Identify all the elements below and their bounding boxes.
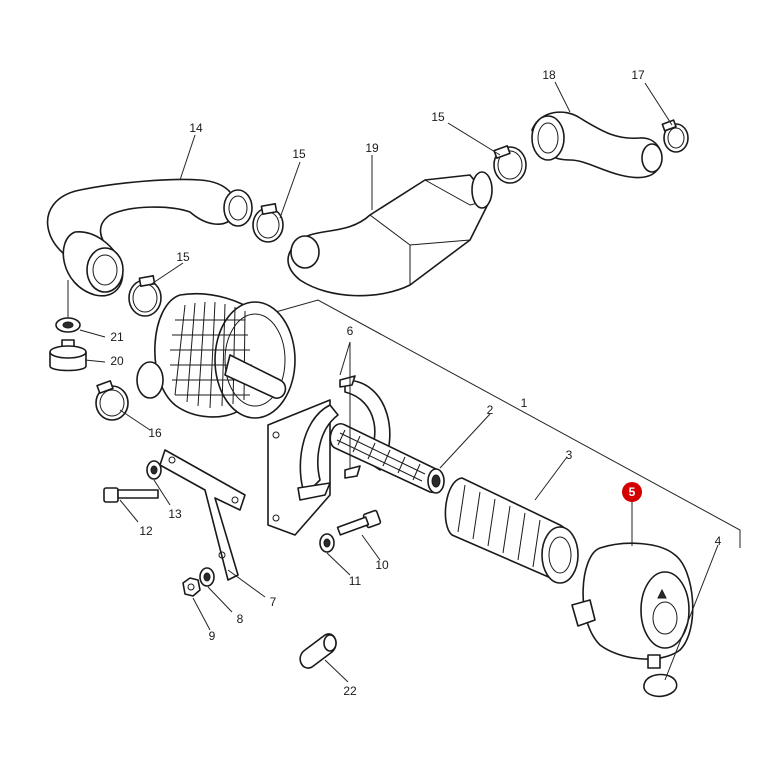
- hose-clamp-part-15-left: [128, 275, 162, 317]
- callout-11: 11: [349, 574, 362, 588]
- callout-13: 13: [168, 507, 182, 521]
- duct-part-19: [287, 171, 493, 297]
- nut-part-9: [182, 577, 201, 597]
- hose-clamp-part-15-top: [493, 145, 527, 184]
- callout-19: 19: [365, 141, 379, 155]
- callout-16: 16: [148, 426, 162, 440]
- valve-part-20: [49, 339, 87, 372]
- end-cover-part-5: [571, 542, 694, 669]
- intake-hose-part-14: [46, 178, 253, 297]
- callout-4: 4: [715, 534, 722, 548]
- callout-20: 20: [110, 354, 124, 368]
- hose-clamp-part-17: [661, 119, 689, 153]
- callout-14: 14: [189, 121, 203, 135]
- washer-part-13: [146, 460, 162, 480]
- washer-part-11: [319, 533, 335, 553]
- callout-10: 10: [375, 558, 389, 572]
- assembly-bracket-line: [264, 299, 741, 548]
- washer-part-21: [55, 317, 81, 333]
- support-bracket-part-7: [159, 449, 246, 581]
- highlight-marker: [622, 482, 642, 502]
- callout-5: 5: [629, 485, 636, 499]
- callout-12: 12: [139, 524, 153, 538]
- callout-labels: 1 2 3 4 5 6 7 8 9 10 11 12 13 14 15 15 1…: [110, 68, 721, 698]
- callout-8: 8: [237, 612, 244, 626]
- washer-part-8: [199, 567, 215, 587]
- callout-15-middle: 15: [292, 147, 306, 161]
- filter-housing-body: [136, 292, 296, 419]
- callout-9: 9: [209, 629, 216, 643]
- callout-18: 18: [542, 68, 556, 82]
- hose-clamp-part-16: [95, 380, 129, 421]
- leader-lines: [67, 81, 719, 683]
- callout-21: 21: [110, 330, 124, 344]
- callout-17: 17: [631, 68, 645, 82]
- main-filter-part-3: [444, 477, 579, 584]
- sleeve-part-22: [299, 633, 337, 669]
- callout-3: 3: [566, 448, 573, 462]
- callout-22: 22: [343, 684, 357, 698]
- callout-15-top: 15: [431, 110, 445, 124]
- callout-15-left: 15: [176, 250, 190, 264]
- callout-6: 6: [347, 324, 354, 338]
- safety-filter-part-2: [329, 423, 445, 494]
- callout-7: 7: [270, 595, 277, 609]
- dust-valve-part-4: [643, 673, 678, 698]
- bolt-part-12: [103, 487, 159, 503]
- bolt-part-10: [336, 509, 382, 536]
- elbow-hose-part-18: [531, 111, 663, 179]
- hose-clamp-part-15-middle: [252, 203, 284, 243]
- callout-2: 2: [487, 403, 494, 417]
- callout-1: 1: [521, 396, 528, 410]
